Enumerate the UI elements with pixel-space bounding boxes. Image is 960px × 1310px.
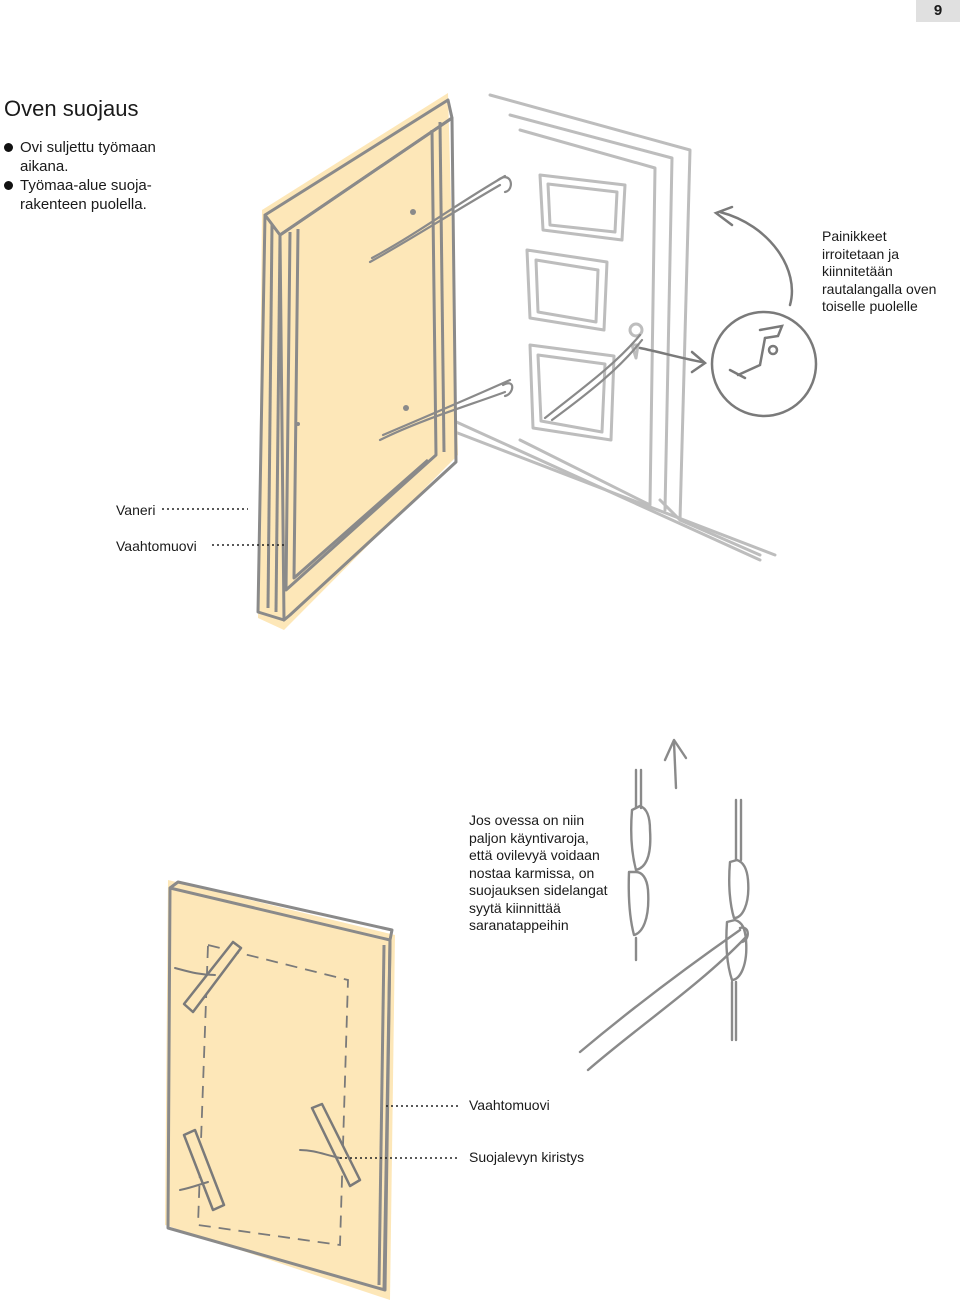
foam-label-bottom: Vaahtomuovi (469, 1097, 550, 1114)
bottom-protection-panel (165, 880, 395, 1300)
handles-note: Painikkeet irroitetaan ja kiinnitetään r… (822, 228, 942, 316)
foam-label-top: Vaahtomuovi (116, 538, 197, 555)
tension-label: Suojalevyn kiristys (469, 1149, 584, 1166)
hinges-note: Jos ovessa on niin paljon käyntivaroja, … (469, 812, 609, 935)
plywood-label: Vaneri (116, 502, 155, 519)
